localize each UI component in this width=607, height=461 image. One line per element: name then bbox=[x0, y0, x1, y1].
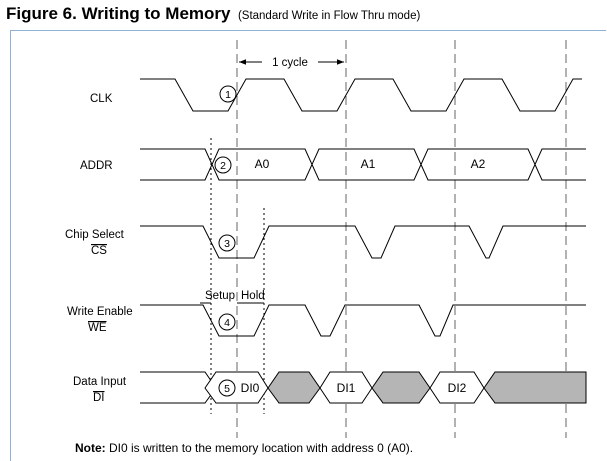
cs-label-line1: Chip Select bbox=[65, 229, 125, 241]
dont-care-region-2 bbox=[371, 371, 431, 404]
footnote: Note: DI0 is written to the memory locat… bbox=[75, 441, 413, 455]
setup-label: Setup bbox=[205, 290, 235, 302]
clk-waveform bbox=[140, 78, 582, 112]
data-input-di1: DI1 bbox=[337, 381, 356, 395]
addr-row: ADDR 2 A0 A1 A2 bbox=[80, 148, 586, 181]
we-label-line2: WE bbox=[88, 322, 107, 334]
clk-label: CLK bbox=[90, 93, 113, 105]
data-input-di2: DI2 bbox=[448, 381, 467, 395]
hold-label: Hold bbox=[241, 290, 265, 302]
di0-cell bbox=[204, 371, 269, 404]
marker-2-text: 2 bbox=[220, 160, 226, 172]
we-label-line1: Write Enable bbox=[67, 306, 133, 318]
di2-cell bbox=[429, 371, 485, 404]
clk-row: CLK 1 bbox=[90, 78, 582, 112]
addr-label: ADDR bbox=[80, 160, 113, 172]
we-waveform bbox=[140, 304, 586, 337]
address-a1: A1 bbox=[361, 157, 376, 171]
cycle-label: 1 cycle bbox=[272, 57, 308, 69]
address-a2: A2 bbox=[471, 157, 486, 171]
figure-frame bbox=[10, 30, 606, 461]
cs-row: Chip Select CS 3 bbox=[65, 225, 586, 259]
data-input-di0: DI0 bbox=[241, 381, 260, 395]
di1-cell bbox=[319, 371, 373, 404]
addr-waveform bbox=[140, 148, 586, 181]
cs-label-line2: CS bbox=[91, 245, 107, 257]
marker-3 bbox=[218, 234, 236, 252]
figure-title-main: Figure 6. Writing to Memory bbox=[6, 4, 231, 23]
we-row: Setup Hold Write Enable WE 4 bbox=[67, 290, 586, 337]
dont-care-region-1 bbox=[267, 371, 321, 404]
di-label-line1: Data Input bbox=[73, 376, 127, 388]
marker-1-text: 1 bbox=[225, 89, 231, 101]
cycle-boundaries bbox=[236, 40, 567, 438]
marker-3-text: 3 bbox=[224, 238, 230, 250]
marker-5-text: 5 bbox=[224, 383, 230, 395]
marker-2 bbox=[214, 156, 232, 174]
address-a0: A0 bbox=[255, 157, 270, 171]
note-text: DI0 is written to the memory location wi… bbox=[105, 441, 414, 455]
figure-title: Figure 6. Writing to Memory (Standard Wr… bbox=[6, 4, 420, 24]
note-label: Note: bbox=[75, 441, 106, 455]
marker-4-text: 4 bbox=[224, 317, 230, 329]
di-label-line2: DI bbox=[93, 392, 105, 404]
di-initial-state bbox=[140, 371, 217, 404]
dont-care-region-3 bbox=[483, 371, 587, 404]
marker-4 bbox=[218, 313, 236, 331]
marker-1 bbox=[219, 85, 237, 103]
figure-subtitle: (Standard Write in Flow Thru mode) bbox=[237, 10, 421, 22]
setup-hold-guides bbox=[210, 138, 265, 414]
cycle-annotation: 1 cycle bbox=[239, 57, 344, 69]
cs-waveform bbox=[140, 225, 586, 259]
di-row: Data Input DI 5 DI0 DI1 DI2 bbox=[73, 371, 587, 404]
marker-5 bbox=[218, 379, 236, 397]
